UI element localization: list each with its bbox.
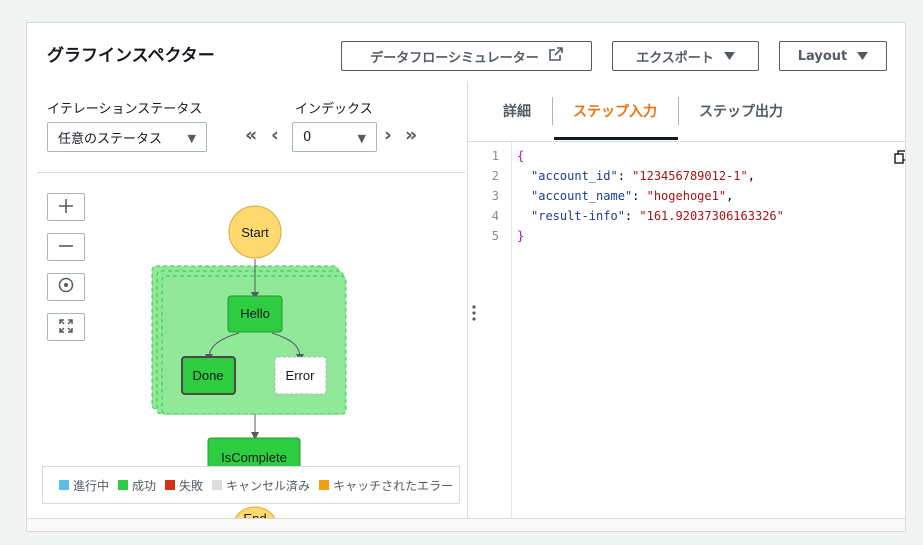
controls-divider	[37, 172, 465, 173]
state-machine-graph: Start Hello Done Error IsComplete	[151, 205, 347, 521]
active-tab-indicator	[554, 137, 678, 140]
drag-handle-icon[interactable]	[472, 305, 476, 325]
legend-swatch	[319, 480, 330, 490]
edge-hello-error	[271, 332, 304, 362]
json-brace: }	[517, 229, 525, 243]
export-button[interactable]: エクスポート	[612, 41, 759, 71]
dataflow-simulator-button[interactable]: データフローシミュレーター	[341, 41, 592, 71]
iteration-status-value: 任意のステータス	[58, 131, 163, 147]
json-editor[interactable]: 1 2 3 4 5 { "account_id": "123456789012-…	[483, 142, 905, 521]
zoom-out-button[interactable]	[47, 233, 85, 261]
tab-step-input[interactable]: ステップ入力	[573, 104, 657, 120]
layout-button-label: Layout	[797, 48, 848, 64]
legend-label: 進行中	[73, 478, 110, 493]
iteration-status-label: イテレーションステータス	[47, 102, 203, 117]
center-button[interactable]	[47, 273, 85, 301]
line-number-gutter: 1 2 3 4 5	[483, 142, 512, 521]
tab-step-output[interactable]: ステップ出力	[699, 104, 783, 120]
target-icon	[58, 277, 74, 297]
legend-failed: 失敗	[165, 477, 203, 494]
json-key: "result-info"	[531, 209, 625, 223]
index-select[interactable]: 0 ▼	[292, 122, 377, 152]
json-key: "account_id"	[531, 169, 618, 183]
caret-down-icon: ▼	[357, 132, 366, 145]
state-done-label: Done	[192, 368, 223, 383]
line-number: 2	[491, 169, 499, 183]
code-line: {	[517, 149, 524, 163]
caret-down-icon	[723, 49, 735, 64]
state-start-label: Start	[241, 225, 269, 240]
iteration-status-select[interactable]: 任意のステータス ▼	[47, 122, 207, 152]
legend-label: キャッチされたエラー	[333, 478, 454, 493]
code-line: "result-info": "161.92037306163326"	[531, 209, 784, 223]
legend-caught-error: キャッチされたエラー	[319, 477, 453, 494]
legend-label: 成功	[132, 478, 157, 493]
legend-cancelled: キャンセル済み	[212, 477, 310, 494]
json-brace: {	[517, 149, 525, 163]
legend-swatch	[118, 480, 129, 490]
graph-pane: イテレーションステータス 任意のステータス ▼ インデックス « ‹ 0 ▼ ›…	[27, 81, 467, 521]
first-iteration-icon[interactable]: «	[245, 124, 258, 146]
tab-separator	[552, 97, 553, 125]
caret-down-icon	[857, 49, 869, 64]
state-end[interactable]: End	[233, 506, 277, 521]
plus-icon	[59, 198, 73, 217]
previous-iteration-icon[interactable]: ‹	[271, 124, 279, 146]
last-iteration-icon[interactable]: »	[405, 124, 418, 146]
status-legend: 進行中 成功 失敗 キャンセル済み キャッチされたエラー	[42, 466, 460, 504]
expand-icon	[59, 318, 73, 337]
state-done[interactable]: Done	[181, 356, 236, 395]
simulator-button-label: データフローシミュレーター	[370, 50, 539, 66]
pane-resizer[interactable]	[467, 81, 468, 521]
state-error[interactable]: Error	[274, 356, 327, 395]
json-value: "123456789012-1"	[632, 169, 748, 183]
caret-down-icon: ▼	[187, 132, 196, 145]
detail-tabs: 詳細 ステップ入力 ステップ出力	[468, 81, 905, 142]
state-hello-label: Hello	[240, 306, 270, 321]
json-comma: ,	[747, 169, 755, 183]
legend-swatch	[59, 480, 69, 490]
index-label: インデックス	[295, 102, 373, 117]
legend-swatch	[165, 480, 176, 490]
tab-details[interactable]: 詳細	[503, 104, 531, 120]
state-end-label: End	[243, 511, 266, 521]
legend-swatch	[212, 480, 223, 490]
json-comma: ,	[726, 189, 734, 203]
json-key: "account_name"	[531, 189, 633, 203]
json-value: "161.92037306163326"	[639, 209, 784, 223]
code-line: "account_id": "123456789012-1",	[531, 169, 755, 183]
drag-handle-icon[interactable]	[463, 521, 479, 531]
legend-label: キャンセル済み	[226, 478, 311, 493]
state-iscomplete-label: IsComplete	[221, 450, 287, 465]
line-number: 1	[491, 149, 499, 163]
code-line: "account_name": "hogehoge1",	[531, 189, 734, 203]
fit-to-view-button[interactable]	[47, 313, 85, 341]
graph-inspector-panel: グラフインスペクター データフローシミュレーター エクスポート Layout イ…	[26, 22, 906, 532]
line-number: 5	[491, 229, 499, 243]
json-value: "hogehoge1"	[646, 189, 727, 203]
copy-icon[interactable]	[894, 149, 905, 168]
external-link-icon	[548, 47, 563, 65]
minus-icon	[59, 238, 73, 257]
panel-title: グラフインスペクター	[47, 46, 215, 66]
legend-label: 失敗	[179, 478, 204, 493]
detail-pane: 詳細 ステップ入力 ステップ出力 1 2 3 4 5 { "account_id…	[468, 81, 905, 521]
tab-separator	[678, 97, 679, 125]
state-start[interactable]: Start	[228, 205, 282, 259]
state-error-label: Error	[286, 368, 316, 383]
legend-succeeded: 成功	[118, 477, 156, 494]
bottom-resize-bar[interactable]	[27, 518, 905, 531]
zoom-in-button[interactable]	[47, 193, 85, 221]
legend-in-progress: 進行中	[59, 477, 109, 494]
line-number: 4	[491, 209, 499, 223]
line-number: 3	[491, 189, 499, 203]
code-line: }	[517, 229, 524, 243]
index-value: 0	[303, 129, 312, 145]
next-iteration-icon[interactable]: ›	[384, 124, 392, 146]
layout-button[interactable]: Layout	[779, 41, 887, 71]
state-hello[interactable]: Hello	[227, 295, 283, 333]
export-button-label: エクスポート	[636, 50, 714, 66]
